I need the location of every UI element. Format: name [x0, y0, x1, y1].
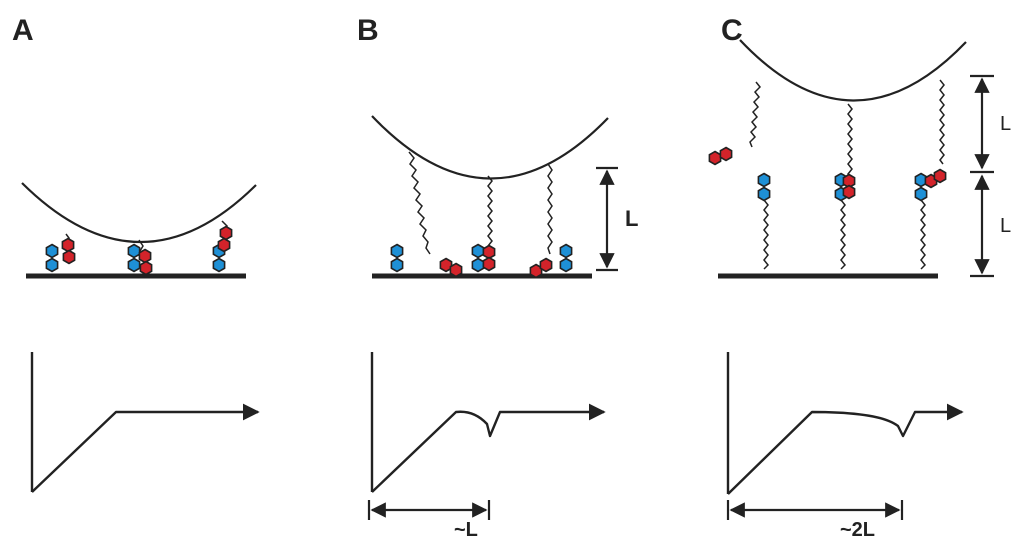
panel-b-probe-tip — [371, 115, 609, 180]
panel-a-tip-ligands — [61, 225, 233, 276]
panel-b-distance-dimension: ~L — [367, 500, 491, 541]
panel-c-tip-tether-1 — [749, 81, 762, 148]
panel-c-probe-tip — [739, 39, 967, 102]
panel-c: C L L — [708, 14, 1011, 541]
panel-b-force-curve — [370, 352, 606, 493]
panel-c-surface-tether-1 — [763, 199, 770, 270]
panel-c-force-curve — [726, 352, 964, 495]
panel-c-distance-dimension: ~2L — [726, 500, 904, 541]
panel-b-tether-2 — [487, 175, 493, 252]
panel-c-height-label-bottom: L — [1000, 215, 1011, 237]
panel-b-tether-1 — [408, 151, 431, 255]
panel-b-height-label: L — [625, 206, 638, 231]
panel-c-height-label-top: L — [1000, 113, 1011, 135]
panel-c-tip-tether-2 — [847, 103, 853, 179]
panel-b-distance-label: ~L — [454, 519, 478, 541]
panel-c-distance-label: ~2L — [840, 519, 875, 541]
panel-c-surface-tether-2 — [840, 199, 847, 270]
panel-c-surface-ligands — [757, 172, 928, 202]
panel-b-label: B — [357, 14, 379, 47]
panel-c-tip-tether-3 — [939, 79, 945, 165]
panel-a: A — [12, 14, 260, 493]
panel-c-surface-tether-3 — [920, 199, 927, 270]
panel-a-tether-2 — [138, 239, 144, 252]
panel-c-tip-ligands — [708, 146, 947, 200]
panel-c-label: C — [721, 14, 743, 47]
panel-b: B L — [357, 14, 638, 541]
panel-a-label: A — [12, 14, 34, 47]
panel-b-tip-ligands — [439, 244, 553, 279]
panel-b-height-dimension: L — [596, 166, 638, 272]
panel-b-tether-3 — [547, 163, 553, 255]
panel-c-height-dimension: L L — [970, 74, 1011, 278]
panel-a-force-curve — [30, 352, 260, 493]
